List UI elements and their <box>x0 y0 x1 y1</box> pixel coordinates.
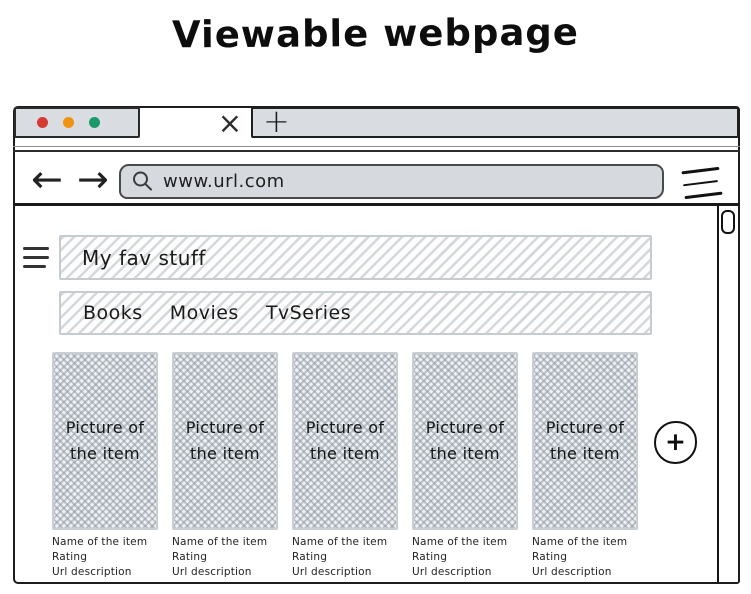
item-picture-placeholder[interactable]: Picture of the item <box>532 352 638 530</box>
picture-label: Picture of the item <box>425 418 505 463</box>
url-bar[interactable]: www.url.com <box>119 164 664 199</box>
plus-icon: + <box>665 427 686 456</box>
browser-menu-icon[interactable] <box>681 166 723 200</box>
item-cards-row: Picture of the item Name of the item Rat… <box>52 352 638 581</box>
scrollbar-track[interactable] <box>717 206 738 582</box>
item-url: Url description <box>532 566 612 579</box>
item-card[interactable]: Picture of the item Name of the item Rat… <box>412 352 518 581</box>
item-picture-placeholder[interactable]: Picture of the item <box>292 352 398 530</box>
item-caption: Name of the item Rating Url description <box>172 535 278 581</box>
page-header-label: My fav stuff <box>82 245 206 270</box>
item-card[interactable]: Picture of the item Name of the item Rat… <box>532 352 638 581</box>
back-icon[interactable]: ← <box>31 157 63 201</box>
new-tab-icon[interactable]: + <box>263 101 290 140</box>
item-picture-placeholder[interactable]: Picture of the item <box>172 352 278 530</box>
item-name: Name of the item <box>172 536 268 548</box>
item-rating: Rating <box>532 551 568 564</box>
scrollbar-thumb[interactable] <box>721 210 735 234</box>
item-rating: Rating <box>52 551 88 564</box>
item-name: Name of the item <box>532 536 628 548</box>
item-picture-placeholder[interactable]: Picture of the item <box>52 352 158 530</box>
active-tab[interactable]: × <box>140 108 251 138</box>
close-window-dot[interactable] <box>37 117 48 128</box>
item-card[interactable]: Picture of the item Name of the item Rat… <box>292 352 398 581</box>
category-nav-bar: Books Movies TvSeries <box>59 291 652 335</box>
item-picture-placeholder[interactable]: Picture of the item <box>412 352 518 530</box>
item-caption: Name of the item Rating Url description <box>532 535 638 581</box>
page-header-bar: My fav stuff <box>59 235 652 280</box>
minimize-window-dot[interactable] <box>63 117 74 128</box>
item-url: Url description <box>172 566 252 579</box>
nav-item-books[interactable]: Books <box>83 302 143 324</box>
picture-label: Picture of the item <box>545 418 625 463</box>
tabstrip-divider <box>13 146 740 152</box>
tab-strip: + <box>251 101 739 140</box>
item-rating: Rating <box>172 551 208 564</box>
picture-label: Picture of the item <box>305 418 385 463</box>
page-menu-icon[interactable] <box>23 247 49 268</box>
page-title: Viewable webpage <box>171 10 580 57</box>
item-rating: Rating <box>292 551 328 564</box>
toolbar-divider <box>13 203 740 206</box>
item-card[interactable]: Picture of the item Name of the item Rat… <box>172 352 278 581</box>
window-controls <box>14 107 140 138</box>
item-rating: Rating <box>412 551 448 564</box>
add-item-button[interactable]: + <box>654 421 697 464</box>
maximize-window-dot[interactable] <box>89 117 100 128</box>
close-tab-icon[interactable]: × <box>217 105 242 140</box>
browser-window: × + ← → www.url.com My fav stuff Books M… <box>13 101 740 584</box>
item-caption: Name of the item Rating Url description <box>412 535 518 581</box>
item-name: Name of the item <box>412 536 508 548</box>
nav-item-movies[interactable]: Movies <box>169 302 239 324</box>
search-icon <box>131 170 154 193</box>
item-url: Url description <box>412 566 492 579</box>
item-name: Name of the item <box>52 536 148 548</box>
url-text: www.url.com <box>163 171 285 192</box>
item-url: Url description <box>292 566 372 579</box>
picture-label: Picture of the item <box>185 418 265 463</box>
item-caption: Name of the item Rating Url description <box>292 535 398 581</box>
item-name: Name of the item <box>292 536 388 548</box>
item-caption: Name of the item Rating Url description <box>52 535 158 581</box>
item-card[interactable]: Picture of the item Name of the item Rat… <box>52 352 158 581</box>
forward-icon[interactable]: → <box>77 157 109 201</box>
item-url: Url description <box>52 566 132 579</box>
nav-item-tvseries[interactable]: TvSeries <box>265 302 352 324</box>
picture-label: Picture of the item <box>65 418 145 463</box>
